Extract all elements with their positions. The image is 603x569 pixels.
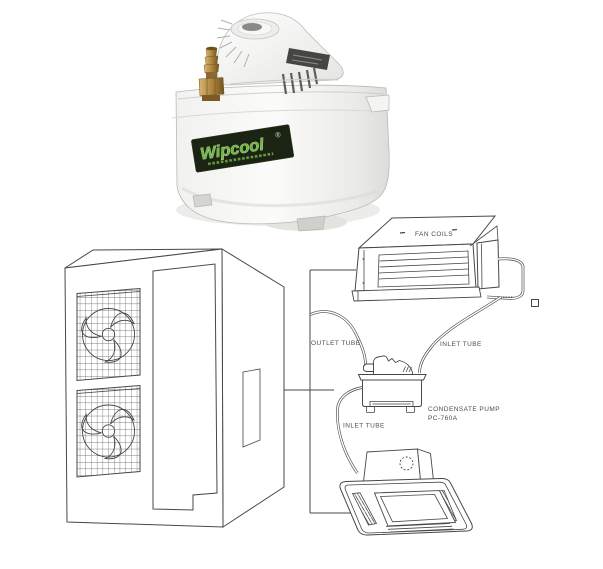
fan-coils-louver-frame [377,250,470,288]
fan-coils-end-box [476,239,500,290]
outdoor-unit-side-door [242,368,261,448]
pump-tank-body [362,379,422,407]
fan-coils-loop-tube [486,257,525,300]
condensate-pump-label-line1: CONDENSATE PUMP [428,406,500,413]
head-top-vent [242,23,262,31]
pump-outlet-spout [363,363,374,372]
head-vent-slots [281,67,319,95]
fan-coils-front-face [354,243,477,292]
inlet-tube-bottom-label: INLET TUBE [343,423,385,430]
outdoor-unit-right-face [221,248,285,528]
barb-stem [206,72,217,79]
screw-dot [362,258,365,260]
condensate-pump-label-line2: PC-760A [428,415,458,422]
label-subtext-strip [207,152,274,166]
fan-grille-top [76,287,141,382]
head-ribs [216,19,250,68]
fan-coils-label: FAN COILS [415,231,453,238]
tank-side-tab [365,94,390,113]
cassette-bottom-vents [385,523,454,533]
head-label-patch [286,48,330,70]
head-label-lines [291,54,323,65]
outdoor-unit-front-panel [152,263,218,511]
pump-bottom-recess [369,401,414,407]
cassette-unit [339,448,473,536]
pump-lid [357,374,427,381]
tank-foot-left [192,193,213,208]
brass-fitting [198,46,225,101]
fan-coils-duct-collar [469,225,499,247]
pump-photo: Wipcool ® [171,12,390,232]
barb-ring-2 [204,55,219,66]
pump-motor-head [216,12,344,95]
cassette-panel-inner-border [344,481,468,534]
outdoor-unit [64,248,285,528]
tank-foot-right [296,215,326,232]
outlet-tube [309,310,367,366]
fan-coils-unit [351,215,500,302]
cassette-plenum-front [362,448,421,482]
cassette-plenum-side [416,448,435,481]
screw-dot [362,282,365,284]
fitting-base [202,95,220,101]
tubes [309,257,539,474]
cassette-vent-left [351,492,378,526]
brand-label-plate: Wipcool ® [191,124,295,173]
condensate-pump-schematic [357,355,427,413]
tank-top-rim [177,91,385,100]
hex-nut [198,77,225,97]
cassette-center-grille-inner [379,493,449,523]
inlet-tube-right-label: INLET TUBE [440,341,482,348]
barb-tip-hole [206,46,217,51]
barb-ring-3 [203,63,220,74]
pump-head [373,355,413,380]
pump-foot-right [406,406,415,413]
fan-coils-louvers [378,256,470,280]
fan-coils-drain-pan [351,286,482,302]
fan-grille-bottom [76,384,141,478]
cassette-pipe-circle [399,456,414,471]
pump-foot-left [366,406,375,413]
tube-end-square [531,299,539,307]
inlet-tube-from-fan-coils [418,295,502,374]
outdoor-unit-front-face [64,248,224,528]
pump-head-vents [402,366,412,373]
tank-seam [171,109,389,119]
label-plate [191,124,295,173]
outlet-tube-label: OUTLET TUBE [311,340,361,347]
cassette-center-grille [373,490,457,527]
end-box-inner-line [481,243,483,289]
inlet-tube-to-cassette [336,386,363,474]
diagram-labels: FAN COILS OUTLET TUBE INLET TUBE CONDENS… [311,231,500,430]
head-base-shadow [229,78,339,85]
registered-mark: ® [275,131,282,140]
fan-coils-top-marks [399,228,458,234]
connector-lines [284,269,356,514]
